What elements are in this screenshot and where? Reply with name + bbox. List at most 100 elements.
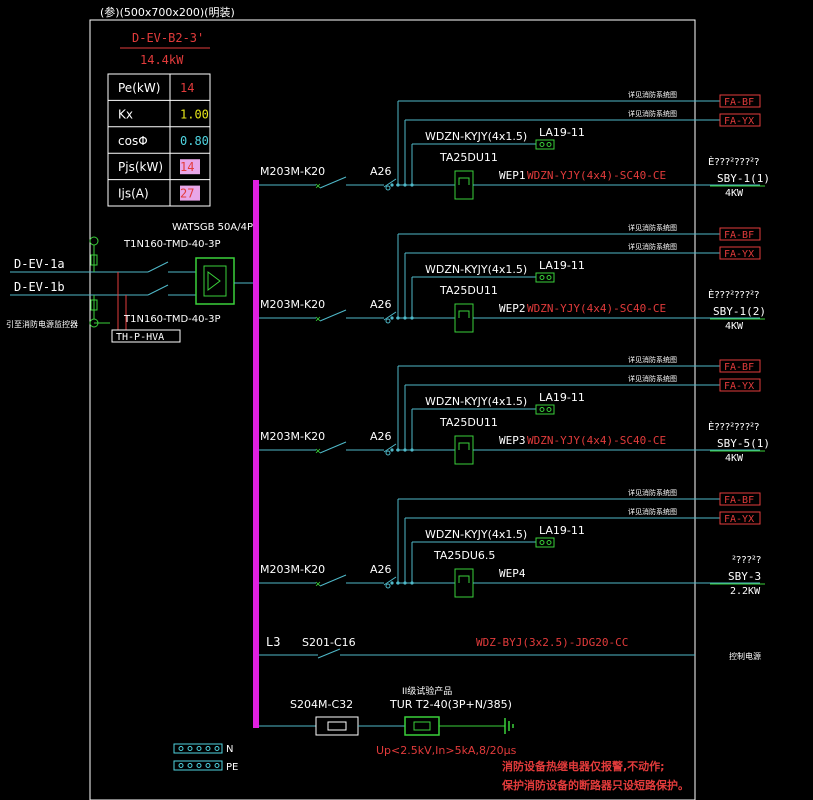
ats-switch (195, 257, 235, 305)
param-label: Pe(kW) (118, 81, 160, 95)
system-ref-note: 详见消防系统图 (628, 374, 677, 383)
push-button-model: LA19-11 (539, 126, 585, 139)
contactor-model: A26 (370, 165, 392, 178)
feeder-cable: WDZN-YJY(4x4)-SC40-CE (527, 434, 666, 447)
breaker-x-mark: × (315, 446, 321, 457)
param-label: Pjs(kW) (118, 160, 163, 174)
param-label: Kx (118, 107, 133, 121)
contactor-model: A26 (370, 298, 392, 311)
param-value: 14 (180, 160, 194, 174)
incoming-line-b: D-EV-1b (14, 280, 65, 294)
breaker-x-mark: × (315, 181, 321, 192)
neutral-label: N (226, 744, 233, 755)
system-ref-note: 详见消防系统图 (628, 507, 677, 516)
param-value: 0.80 (180, 134, 209, 148)
note-line-1: 消防设备热继电器仅报警,不动作; (502, 759, 665, 773)
spd-model: TUR T2-40(3P+N/385) (389, 698, 512, 711)
circuit-id: WEP1 (499, 169, 526, 182)
alarm-tag-run: FA-YX (724, 381, 754, 392)
cabinet-outline (89, 19, 696, 800)
push-button-symbol (535, 404, 555, 415)
circuit-id: WEP2 (499, 302, 526, 315)
control-cable: WDZN-KYJY(4x1.5) (425, 395, 527, 408)
thermal-relay-symbol (454, 303, 474, 333)
spd-spec: Up<2.5kV,In>5kA,8/20µs (376, 744, 517, 757)
load-power: 4KW (725, 188, 744, 199)
load-name: È???²???²? (708, 288, 760, 301)
alarm-tag-run: FA-YX (724, 116, 754, 127)
push-button-model: LA19-11 (539, 391, 585, 404)
load-id: SBY-1(2) (713, 305, 766, 318)
alarm-tag-box (719, 511, 761, 525)
load-name: ²???²? (732, 555, 761, 566)
push-button-symbol (535, 139, 555, 150)
voltage-monitor-indicator-top (89, 236, 99, 246)
monitor-model: TH-P-HVA (116, 332, 164, 343)
load-power: 2.2KW (730, 586, 761, 597)
incoming-line-a: D-EV-1a (14, 257, 65, 271)
contactor-model: A26 (370, 563, 392, 576)
control-cable: WDZ-BYJ(3x2.5)-JDG20-CC (476, 636, 628, 649)
panel-power: 14.4kW (140, 53, 184, 67)
alarm-tag-fire: FA-BF (724, 495, 754, 506)
thermal-relay-model: TA25DU11 (439, 151, 498, 164)
thermal-relay-model: TA25DU11 (439, 416, 498, 429)
load-id: SBY-5(1) (717, 437, 770, 450)
breaker-x-mark: × (315, 314, 321, 325)
circuit-id: WEP4 (499, 567, 526, 580)
surge-protector-symbol (404, 716, 440, 736)
param-label: cosΦ (118, 134, 148, 148)
spd-breaker: S204M-C32 (290, 698, 353, 711)
panel-id: D-EV-B2-3' (132, 31, 204, 45)
incoming-breaker-bottom: T1N160-TMD-40-3P (123, 314, 221, 325)
alarm-tag-box (719, 246, 761, 260)
contactor-model: A26 (370, 430, 392, 443)
alarm-tag-box (719, 227, 761, 241)
alarm-tag-box (719, 378, 761, 392)
spd-circuit: S204M-C32 II级试验产品 TUR T2-40(3P+N/385) Up… (259, 685, 517, 757)
control-circuit: L3 S201-C16 WDZ-BYJ(3x2.5)-JDG20-CC 控制电源 (259, 635, 761, 661)
feeder-breaker: M203M-K20 (260, 298, 325, 311)
feeder-breaker: M203M-K20 (260, 430, 325, 443)
system-ref-note: 详见消防系统图 (628, 242, 677, 251)
system-ref-note: 详见消防系统图 (628, 488, 677, 497)
incoming-section: D-EV-1a D-EV-1b 引至消防电源监控器 TH-P-HVA WATSG… (6, 222, 256, 343)
note-line-2: 保护消防设备的断路器只设短路保护。 (501, 778, 689, 792)
thermal-relay-symbol (454, 435, 474, 465)
pe-terminal (173, 760, 223, 771)
load-name: È???²???²? (708, 155, 760, 168)
feeder-breaker: M203M-K20 (260, 563, 325, 576)
feeder-cable: WDZN-YJY(4x4)-SC40-CE (527, 302, 666, 315)
monitor-module (111, 329, 181, 343)
monitor-note: 引至消防电源监控器 (6, 319, 78, 329)
param-value: 14 (180, 81, 194, 95)
param-label: Ijs(A) (118, 187, 149, 201)
ats-model: WATSGB 50A/4P (172, 222, 253, 233)
control-cable: WDZN-KYJY(4x1.5) (425, 263, 527, 276)
incoming-breaker-top: T1N160-TMD-40-3P (123, 239, 221, 250)
neutral-terminal (173, 743, 223, 754)
load-id: SBY-3 (728, 570, 761, 583)
control-cable: WDZN-KYJY(4x1.5) (425, 528, 527, 541)
param-highlight (180, 185, 200, 201)
control-phase: L3 (266, 635, 280, 649)
alarm-tag-box (719, 94, 761, 108)
circuit-id: WEP3 (499, 434, 526, 447)
spd-class-note: II级试验产品 (402, 685, 452, 697)
load-power: 4KW (725, 321, 744, 332)
load-id: SBY-1(1) (717, 172, 770, 185)
push-button-model: LA19-11 (539, 259, 585, 272)
system-ref-note: 详见消防系统图 (628, 90, 677, 99)
push-button-symbol (535, 272, 555, 283)
push-button-model: LA19-11 (539, 524, 585, 537)
control-label: 控制电源 (729, 651, 761, 661)
load-power: 4KW (725, 453, 744, 464)
system-ref-note: 详见消防系统图 (628, 109, 677, 118)
alarm-tag-box (719, 113, 761, 127)
alarm-tag-box (719, 359, 761, 373)
thermal-relay-model: TA25DU11 (439, 284, 498, 297)
alarm-tag-run: FA-YX (724, 514, 754, 525)
thermal-relay-symbol (454, 568, 474, 598)
